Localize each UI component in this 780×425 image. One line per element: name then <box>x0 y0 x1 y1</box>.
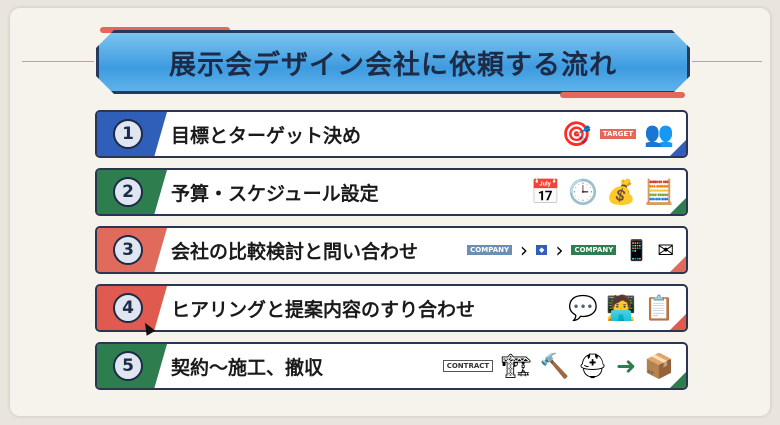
divider <box>22 61 94 62</box>
flag-icon: TARGET <box>599 129 637 139</box>
step-label: ヒアリングと提案内容のすり合わせ <box>171 298 476 321</box>
helmet-icon: ⛑ <box>577 352 608 380</box>
step-label: 目標とターゲット決め <box>171 124 362 147</box>
meeting-icon: 🧑‍💻 <box>606 294 637 322</box>
banner-accent <box>560 92 685 98</box>
boxes-icon: 📦 <box>644 352 674 380</box>
people-icon: 👥 <box>644 120 674 148</box>
clipboard-icon: 📋 <box>644 294 674 322</box>
step-number: 3 <box>113 235 143 265</box>
target-icon: 🎯 <box>561 120 592 148</box>
mail-icon: ✉ <box>657 238 674 262</box>
step-5: 5 契約〜施工、撤収 CONTRACT🏗🔨⛑➜📦 <box>95 342 688 390</box>
coins-icon: 💰 <box>606 178 637 206</box>
step-label: 会社の比較検討と問い合わせ <box>171 240 419 263</box>
step-number: 2 <box>113 177 143 207</box>
step-4: 4 ヒアリングと提案内容のすり合わせ 💬🧑‍💻📋 <box>95 284 688 332</box>
step-1: 1 目標とターゲット決め 🎯 TARGET 👥 <box>95 110 688 158</box>
company-icon: ◆ <box>536 245 548 255</box>
step-number: 1 <box>113 119 143 149</box>
calculator-icon: 🧮 <box>644 178 674 206</box>
step-number: 5 <box>113 351 143 381</box>
page-title: 展示会デザイン会社に依頼する流れ <box>169 49 617 81</box>
step-3: 3 会社の比較検討と問い合わせ COMPANY›◆›COMPANY📱✉ <box>95 226 688 274</box>
company-icon: COMPANY <box>571 245 617 255</box>
contract-icon: CONTRACT <box>442 360 494 372</box>
calendar-icon: 📅 <box>530 178 561 206</box>
divider <box>692 61 762 62</box>
phone-icon: 📱 <box>624 238 650 262</box>
title-banner: 展示会デザイン会社に依頼する流れ <box>96 30 690 94</box>
company-icon: COMPANY <box>467 245 513 255</box>
step-number: 4 <box>113 293 143 323</box>
step-label: 契約〜施工、撤収 <box>171 356 324 379</box>
construction-icon: 🏗 <box>501 352 532 380</box>
step-label: 予算・スケジュール設定 <box>171 182 379 205</box>
clock-icon: 🕒 <box>568 178 599 206</box>
step-2: 2 予算・スケジュール設定 📅🕒💰🧮 <box>95 168 688 216</box>
chat-icon: 💬 <box>568 294 599 322</box>
hammer-icon: 🔨 <box>539 352 570 380</box>
